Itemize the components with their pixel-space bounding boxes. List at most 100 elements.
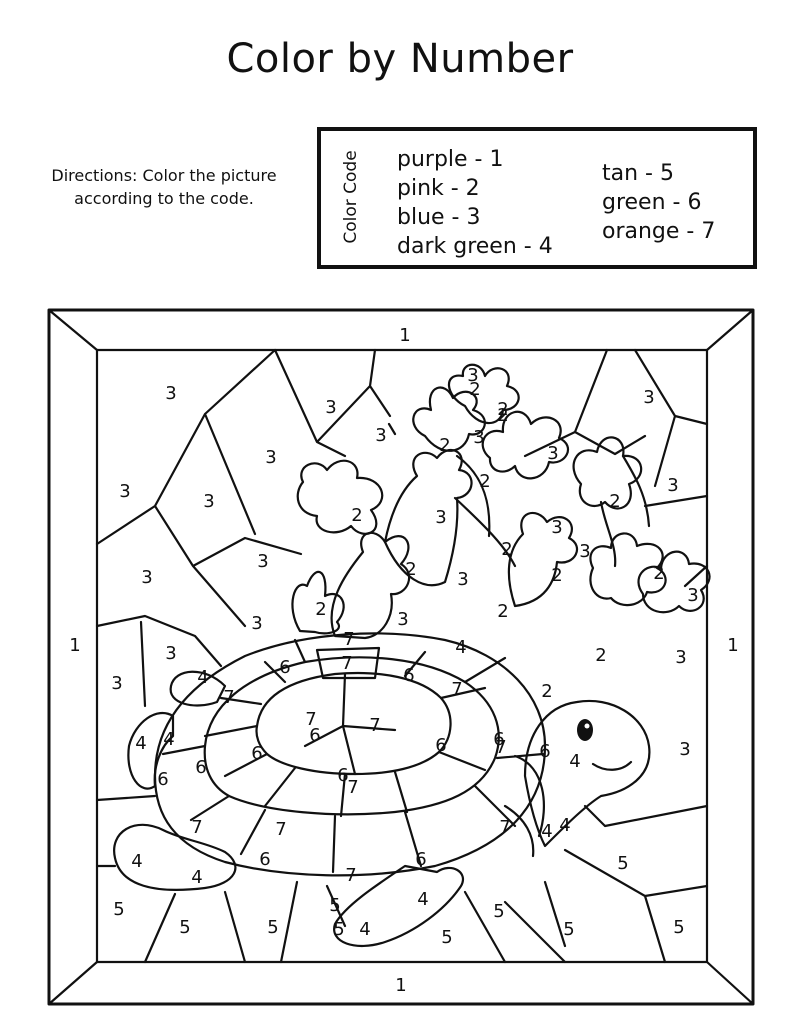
turtle-skin-number: 4 xyxy=(417,889,428,910)
shell-rim-number: 6 xyxy=(415,849,426,870)
turtle-skin-number: 4 xyxy=(359,919,370,940)
coral-number: 2 xyxy=(609,491,620,512)
shell-center-number: 7 xyxy=(451,679,462,700)
shell-center-number: 7 xyxy=(345,865,356,886)
turtle-skin-number: 4 xyxy=(559,815,570,836)
coral-number: 2 xyxy=(551,565,562,586)
coral-branch xyxy=(637,550,711,614)
coral-number: 2 xyxy=(439,435,450,456)
turtle-neck xyxy=(503,754,545,858)
code-entry-dark-green: dark green - 4 xyxy=(397,234,553,259)
turtle-skin-number: 4 xyxy=(191,867,202,888)
frame-number: 1 xyxy=(395,975,406,996)
sand-number: 5 xyxy=(563,919,574,940)
shell-center-number: 7 xyxy=(305,709,316,730)
water-number: 3 xyxy=(473,427,484,448)
code-entry-green: green - 6 xyxy=(602,190,702,215)
code-entry-purple: purple - 1 xyxy=(397,147,504,172)
frame-outer-border xyxy=(47,308,755,1006)
color-code-column-2: tan - 5 green - 6 orange - 7 xyxy=(602,159,715,246)
code-entry-blue: blue - 3 xyxy=(397,205,481,230)
sand-number: 5 xyxy=(267,917,278,938)
water-number: 3 xyxy=(119,481,130,502)
turtle-skin-number: 4 xyxy=(455,637,466,658)
coral-branch xyxy=(447,363,520,425)
coral-branch xyxy=(481,410,570,480)
shell-center-number: 7 xyxy=(347,777,358,798)
water-number: 3 xyxy=(397,609,408,630)
coral-stem xyxy=(599,454,651,568)
shell-center-number: 7 xyxy=(191,817,202,838)
water-number: 3 xyxy=(467,365,478,386)
page-title: Color by Number xyxy=(226,36,574,82)
turtle-back-flipper xyxy=(127,711,175,790)
turtle-skin-number: 4 xyxy=(135,733,146,754)
shell-rim-number: 6 xyxy=(157,769,168,790)
coral-number: 2 xyxy=(405,559,416,580)
shell-center-number: 7 xyxy=(341,653,352,674)
shell-rim-number: 6 xyxy=(309,725,320,746)
sand-number: 5 xyxy=(179,917,190,938)
water-number: 3 xyxy=(165,643,176,664)
shell-rim-number: 6 xyxy=(337,765,348,786)
directions-text: Directions: Color the picture according … xyxy=(51,166,277,208)
coral-branch xyxy=(330,531,411,640)
turtle-skin-number: 4 xyxy=(197,667,208,688)
water-number: 3 xyxy=(687,585,698,606)
coral-number: 2 xyxy=(497,399,508,420)
frame-number: 1 xyxy=(399,325,410,346)
shell-center-number: 7 xyxy=(369,715,380,736)
code-entry-tan: tan - 5 xyxy=(602,161,674,186)
water-number: 3 xyxy=(667,475,678,496)
coral-number: 2 xyxy=(351,505,362,526)
turtle-skin-number: 4 xyxy=(163,729,174,750)
shell-rim-number: 6 xyxy=(539,741,550,762)
water-number: 3 xyxy=(203,491,214,512)
turtle-lower-flipper xyxy=(333,864,464,947)
sand-number: 5 xyxy=(493,901,504,922)
water-number: 3 xyxy=(251,613,262,634)
color-code-column-1: purple - 1 pink - 2 blue - 3 dark green … xyxy=(397,145,553,261)
water-number: 3 xyxy=(579,541,590,562)
turtle-skin-number: 4 xyxy=(131,851,142,872)
shell-rim-number: 6 xyxy=(251,743,262,764)
frame-corner-line xyxy=(47,960,99,1006)
sand-number: 5 xyxy=(673,917,684,938)
water-number: 3 xyxy=(375,425,386,446)
coral-branch xyxy=(296,459,384,535)
frame-number: 1 xyxy=(727,635,738,656)
turtle-shell-inner xyxy=(203,656,500,816)
turtle-head xyxy=(523,699,651,848)
coral-stem xyxy=(453,454,517,568)
shell-center-number: 7 xyxy=(223,687,234,708)
frame-number: 1 xyxy=(69,635,80,656)
shell-center-number: 7 xyxy=(275,819,286,840)
water-number: 3 xyxy=(265,447,276,468)
turtle-eye-highlight xyxy=(584,723,590,729)
water-number: 3 xyxy=(551,517,562,538)
turtle-shell-segments xyxy=(161,638,545,874)
color-code-heading: Color Code xyxy=(341,150,361,244)
coral-branch xyxy=(291,570,345,635)
coral-branch xyxy=(412,386,486,452)
shell-rim-number: 6 xyxy=(403,665,414,686)
coral-branch xyxy=(507,512,579,608)
coral-number: 2 xyxy=(497,601,508,622)
coral-branch xyxy=(383,448,473,587)
sand-number: 5 xyxy=(113,899,124,920)
turtle-rear-flipper xyxy=(113,823,237,891)
sand-number: 5 xyxy=(329,895,340,916)
water-number: 3 xyxy=(679,739,690,760)
code-entry-orange: orange - 7 xyxy=(602,219,716,244)
water-number: 3 xyxy=(643,387,654,408)
color-code-box: Color Code purple - 1 pink - 2 blue - 3 … xyxy=(317,127,757,269)
turtle-shell-center xyxy=(255,671,452,776)
coral-branch xyxy=(572,436,643,510)
sand-region-lines xyxy=(95,794,709,964)
sand-number: 5 xyxy=(441,927,452,948)
shell-rim-number: 6 xyxy=(259,849,270,870)
water-number: 3 xyxy=(435,507,446,528)
turtle-eye xyxy=(577,719,593,741)
